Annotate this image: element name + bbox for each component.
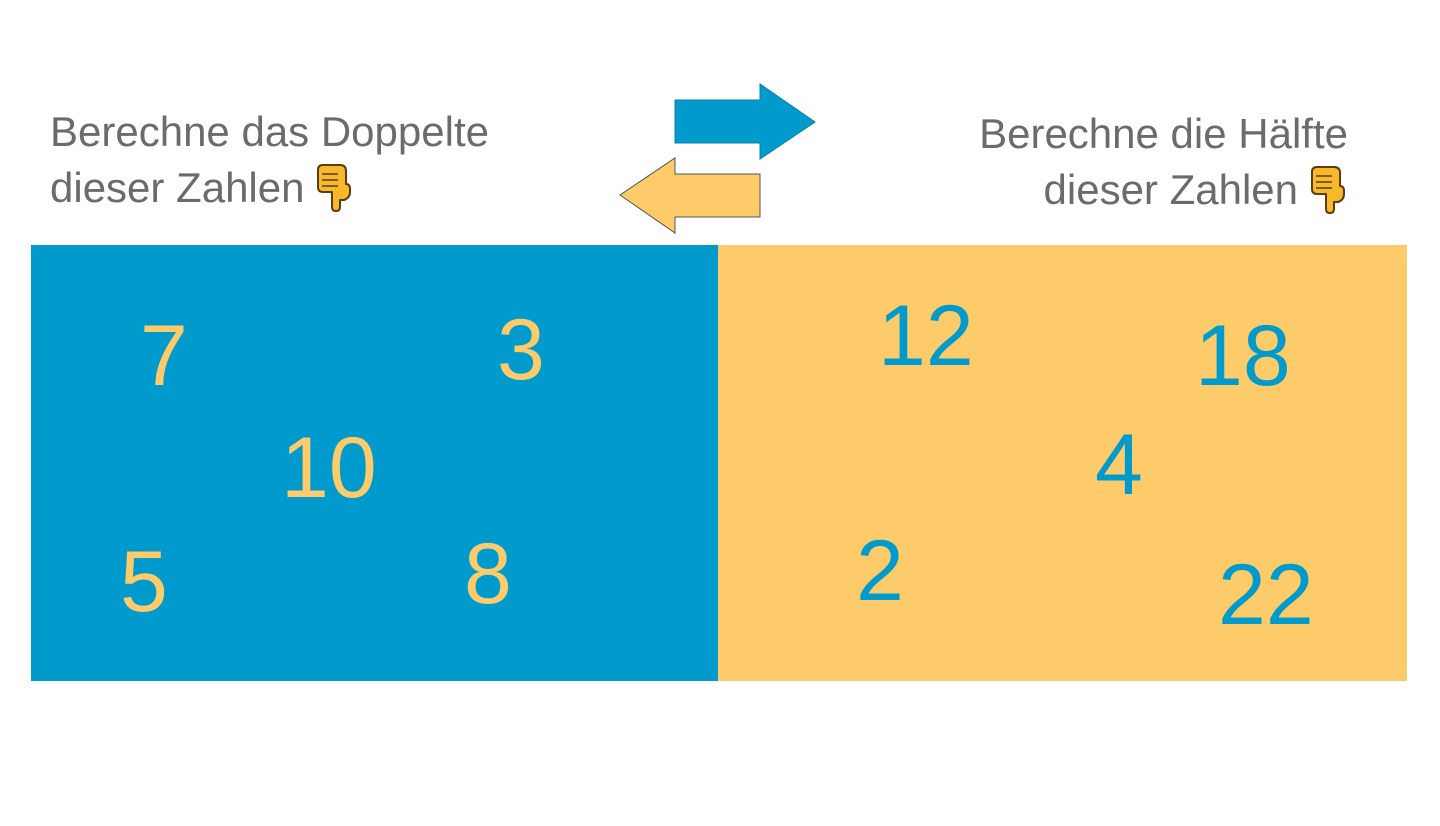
left-number: 7 (140, 308, 188, 404)
right-number: 12 (878, 288, 974, 384)
right-number: 22 (1218, 547, 1314, 643)
right-instruction-line1: Berechne die Hälfte (979, 110, 1348, 157)
right-number: 4 (1095, 417, 1143, 513)
pointing-down-hand-icon (1311, 165, 1345, 214)
right-panel: 12 18 4 2 22 (718, 245, 1407, 681)
left-instruction-line1: Berechne das Doppelte (50, 108, 489, 155)
left-number: 8 (464, 526, 512, 622)
right-instruction-line2: dieser Zahlen (1043, 166, 1298, 213)
left-instruction-line2-wrap: dieser Zahlen (50, 160, 489, 216)
swap-arrows (619, 83, 816, 234)
right-instruction-line2-wrap: dieser Zahlen (979, 162, 1348, 218)
left-instruction-line2: dieser Zahlen (50, 164, 305, 211)
pointing-down-hand-icon (317, 163, 352, 212)
right-instruction: Berechne die Hälfte dieser Zahlen (979, 106, 1348, 218)
left-instruction: Berechne das Doppelte dieser Zahlen (50, 104, 489, 216)
right-number: 18 (1195, 308, 1291, 404)
left-number: 3 (497, 302, 545, 398)
left-panel: 7 3 10 5 8 (31, 245, 718, 681)
left-number: 5 (120, 534, 168, 630)
right-number: 2 (856, 523, 904, 619)
left-number: 10 (281, 420, 377, 516)
left-arrow-icon (619, 157, 761, 234)
right-arrow-icon (674, 83, 816, 160)
